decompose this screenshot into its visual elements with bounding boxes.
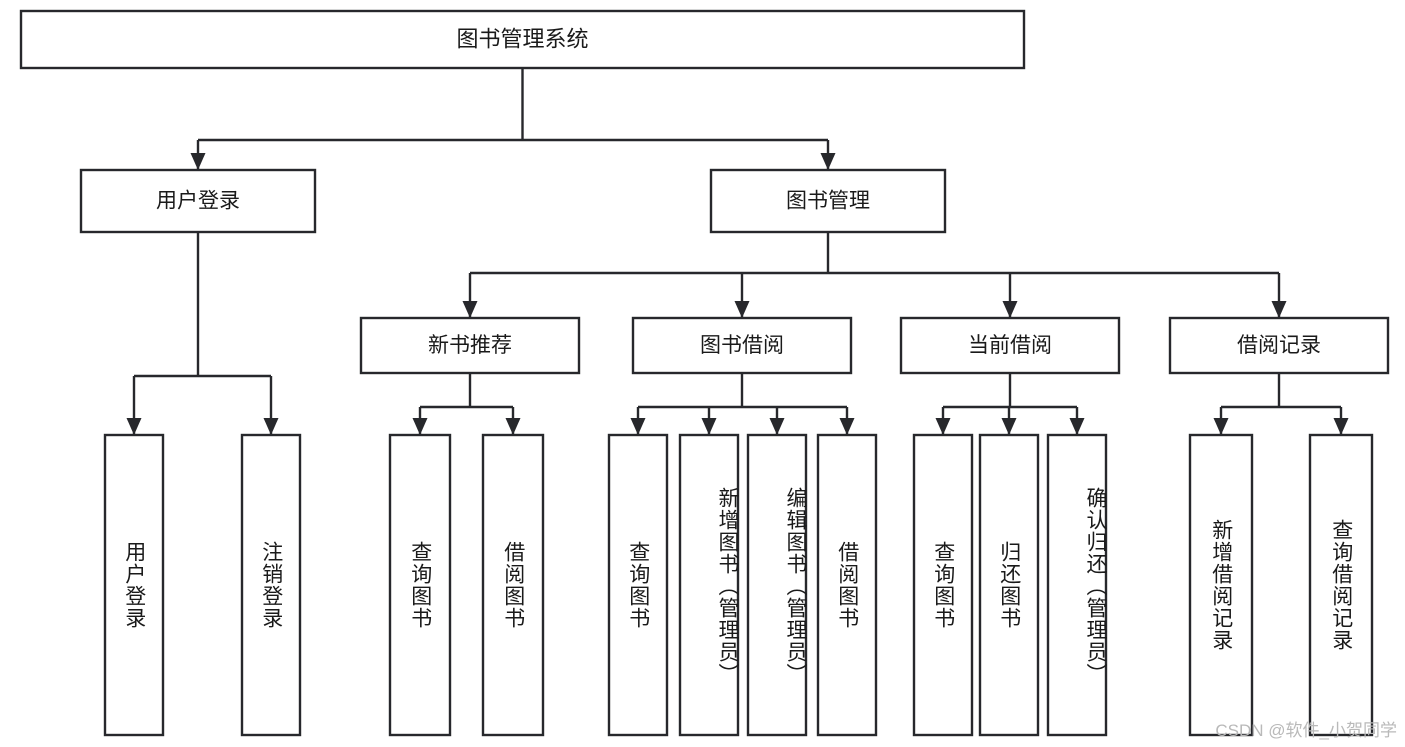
boxes-layer <box>19 9 1390 737</box>
arrow-head-icon <box>263 418 279 435</box>
node-box-current-borrow[interactable] <box>899 316 1121 375</box>
node-box-leaf-logout[interactable] <box>240 433 302 737</box>
node-label-new-book-recommend: 新书推荐 <box>428 334 512 357</box>
arrow-head-icon <box>839 418 855 435</box>
arrow-head-icon <box>1001 418 1017 435</box>
node-label-borrow-records: 借阅记录 <box>1237 334 1321 357</box>
arrow-head-icon <box>1002 301 1018 318</box>
node-box-leaf-query-book-2[interactable] <box>607 433 669 737</box>
arrow-head-icon <box>701 418 717 435</box>
node-label-book-management: 图书管理 <box>786 190 870 213</box>
node-box-book-borrow[interactable] <box>631 316 853 375</box>
node-box-root[interactable] <box>19 9 1026 70</box>
node-box-leaf-add-book[interactable] <box>678 433 740 737</box>
arrow-head-icon <box>630 418 646 435</box>
node-box-leaf-user-login[interactable] <box>103 433 165 737</box>
arrow-head-icon <box>769 418 785 435</box>
arrow-head-icon <box>820 153 836 170</box>
arrow-head-icon <box>190 153 206 170</box>
arrow-head-icon <box>412 418 428 435</box>
node-box-user-login[interactable] <box>79 168 317 234</box>
node-box-leaf-return-book[interactable] <box>978 433 1040 737</box>
arrow-head-icon <box>1271 301 1287 318</box>
arrow-head-icon <box>935 418 951 435</box>
node-label-user-login: 用户登录 <box>156 190 240 213</box>
arrow-head-icon <box>1069 418 1085 435</box>
node-box-book-management[interactable] <box>709 168 947 234</box>
node-box-leaf-borrow-book-2[interactable] <box>816 433 878 737</box>
arrow-head-icon <box>1333 418 1349 435</box>
arrow-head-icon <box>126 418 142 435</box>
node-box-borrow-records[interactable] <box>1168 316 1390 375</box>
node-box-leaf-borrow-book-1[interactable] <box>481 433 545 737</box>
node-box-new-book-recommend[interactable] <box>359 316 581 375</box>
node-box-leaf-query-borrow-record[interactable] <box>1308 433 1374 737</box>
node-box-leaf-confirm-return[interactable] <box>1046 433 1108 737</box>
arrow-head-icon <box>734 301 750 318</box>
node-box-leaf-query-book-1[interactable] <box>388 433 452 737</box>
connectors-layer <box>126 68 1349 435</box>
node-label-root: 图书管理系统 <box>456 26 588 51</box>
arrow-head-icon <box>1213 418 1229 435</box>
arrow-head-icon <box>462 301 478 318</box>
node-box-leaf-query-book-3[interactable] <box>912 433 974 737</box>
node-box-leaf-add-borrow-record[interactable] <box>1188 433 1254 737</box>
node-label-current-borrow: 当前借阅 <box>968 334 1052 357</box>
node-box-leaf-edit-book[interactable] <box>746 433 808 737</box>
arrow-head-icon <box>505 418 521 435</box>
node-label-book-borrow: 图书借阅 <box>700 334 784 357</box>
